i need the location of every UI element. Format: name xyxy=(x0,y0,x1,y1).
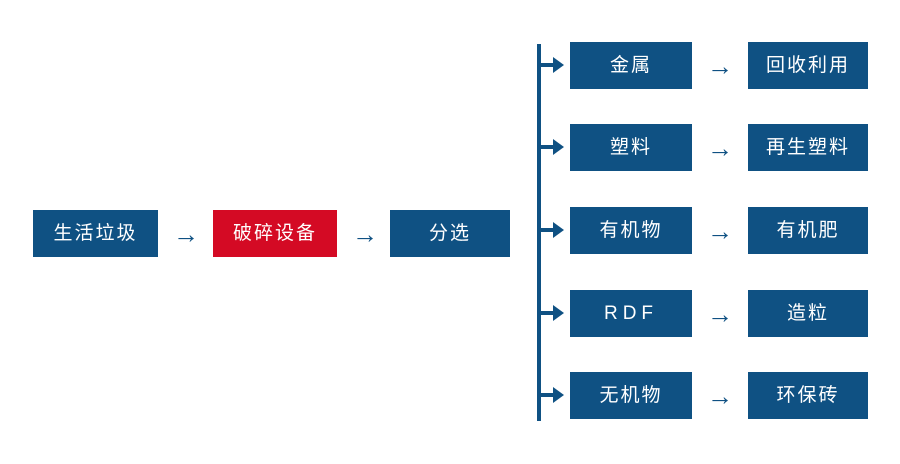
arrow-branch-2: → xyxy=(700,132,740,164)
node-branch-product-4[interactable]: 造粒 xyxy=(748,290,868,337)
arrow-glyph: → xyxy=(707,381,733,411)
node-branch-material-4[interactable]: RDF xyxy=(570,290,692,337)
node-branch-material-3[interactable]: 有机物 xyxy=(570,207,692,254)
node-branch-material-5[interactable]: 无机物 xyxy=(570,372,692,419)
branch-arrowhead-5 xyxy=(553,387,564,403)
node-label: RDF xyxy=(603,303,659,324)
branch-arrowhead-2 xyxy=(553,139,564,155)
arrow-glyph: → xyxy=(352,219,378,249)
node-branch-material-2[interactable]: 塑料 xyxy=(570,124,692,171)
node-label: 破碎设备 xyxy=(232,223,317,244)
branch-trunk-line xyxy=(537,44,541,421)
branch-stub-5 xyxy=(541,393,557,397)
node-label: 生活垃圾 xyxy=(53,223,138,244)
branch-stub-1 xyxy=(541,63,557,67)
arrow-glyph: → xyxy=(173,219,199,249)
node-label: 无机物 xyxy=(599,385,663,406)
arrow-branch-4: → xyxy=(700,298,740,330)
node-branch-product-5[interactable]: 环保砖 xyxy=(748,372,868,419)
branch-stub-3 xyxy=(541,228,557,232)
arrow-glyph: → xyxy=(707,216,733,246)
node-branch-material-1[interactable]: 金属 xyxy=(570,42,692,89)
node-crushing-equipment[interactable]: 破碎设备 xyxy=(213,210,337,257)
node-label: 有机物 xyxy=(599,220,663,241)
arrow-waste-to-crusher: → xyxy=(166,218,206,250)
branch-arrowhead-1 xyxy=(553,57,564,73)
branch-stub-2 xyxy=(541,145,557,149)
arrow-glyph: → xyxy=(707,299,733,329)
node-label: 塑料 xyxy=(609,137,652,158)
node-label: 再生塑料 xyxy=(765,137,850,158)
arrow-crusher-to-sorting: → xyxy=(345,218,385,250)
branch-stub-4 xyxy=(541,311,557,315)
node-label: 造粒 xyxy=(786,303,829,324)
node-label: 回收利用 xyxy=(765,55,850,76)
node-sorting[interactable]: 分选 xyxy=(390,210,510,257)
arrow-glyph: → xyxy=(707,133,733,163)
arrow-branch-1: → xyxy=(700,50,740,82)
branch-arrowhead-4 xyxy=(553,305,564,321)
arrow-branch-5: → xyxy=(700,380,740,412)
arrow-branch-3: → xyxy=(700,215,740,247)
node-branch-product-3[interactable]: 有机肥 xyxy=(748,207,868,254)
arrow-glyph: → xyxy=(707,51,733,81)
node-branch-product-2[interactable]: 再生塑料 xyxy=(748,124,868,171)
node-label: 分选 xyxy=(428,223,471,244)
node-household-waste[interactable]: 生活垃圾 xyxy=(33,210,158,257)
node-label: 环保砖 xyxy=(776,385,840,406)
branch-arrowhead-3 xyxy=(553,222,564,238)
node-branch-product-1[interactable]: 回收利用 xyxy=(748,42,868,89)
node-label: 有机肥 xyxy=(776,220,840,241)
node-label: 金属 xyxy=(609,55,652,76)
